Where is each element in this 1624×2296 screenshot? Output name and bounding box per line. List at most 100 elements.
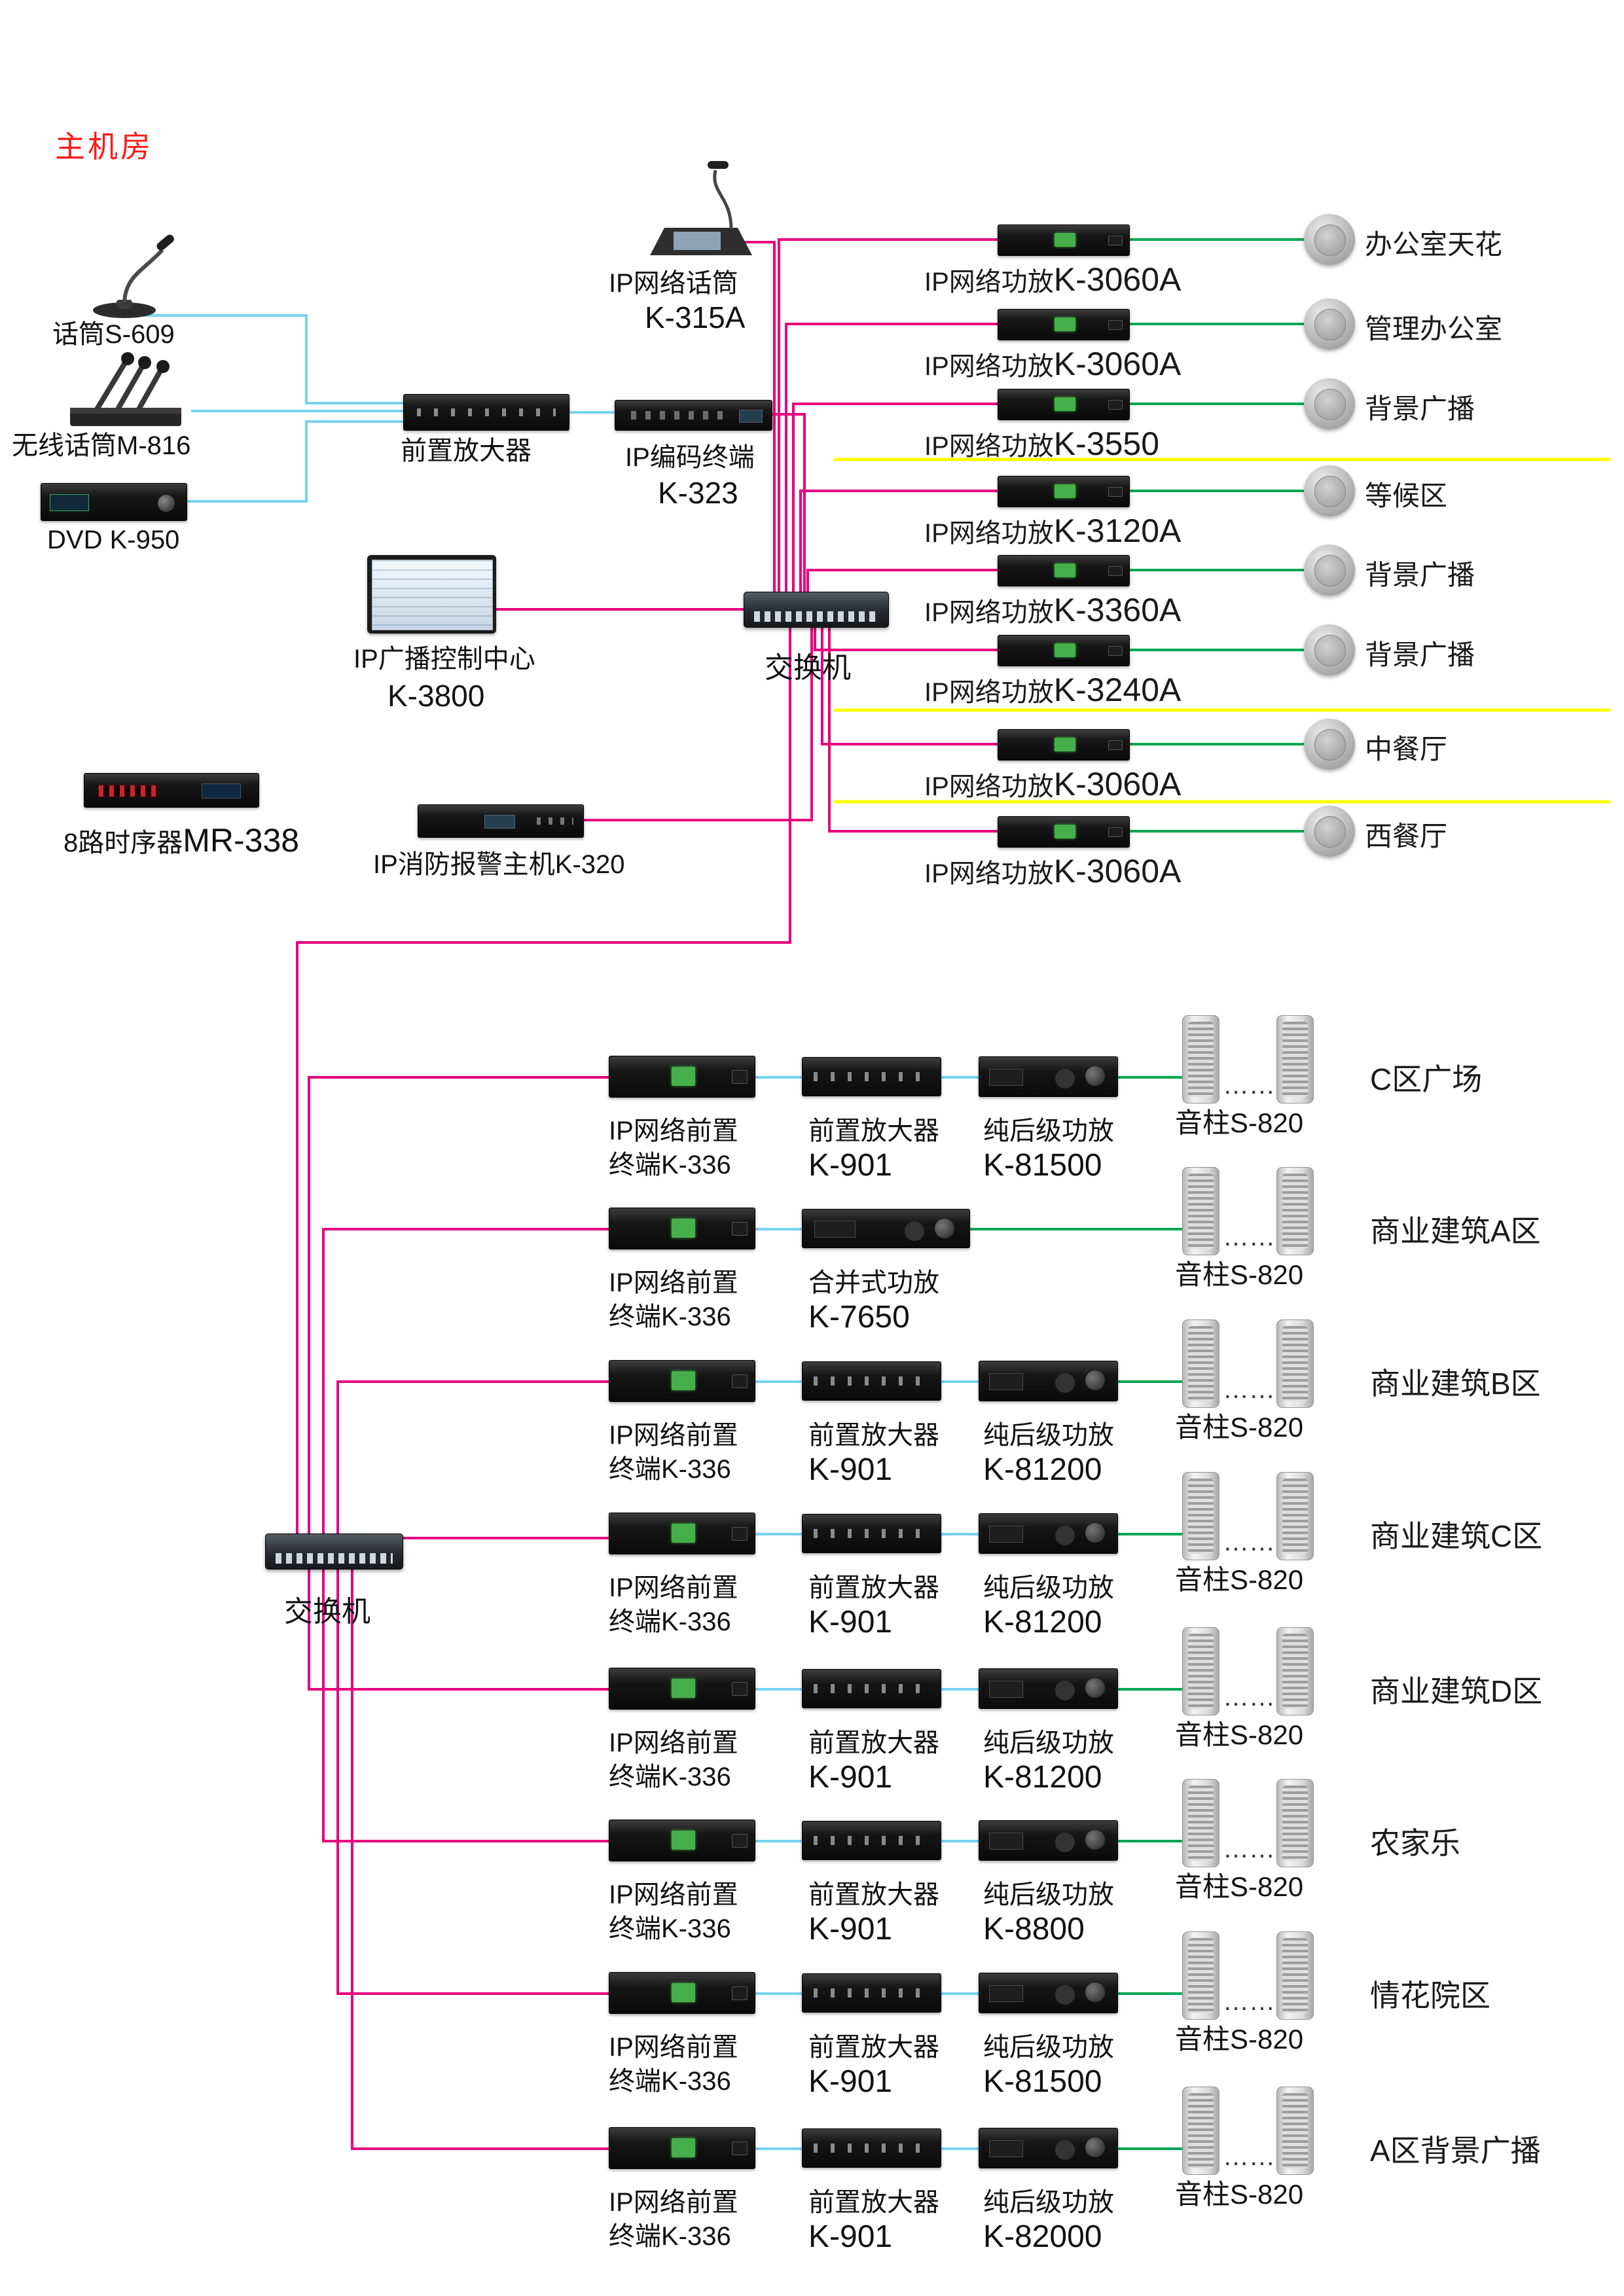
preamp-label-line1: 前置放大器 (808, 1880, 939, 1909)
ip-network-amplifier-device (998, 555, 1130, 586)
cable (799, 490, 998, 592)
cable (351, 1568, 609, 2150)
preamp-label-line2: K-901 (808, 1452, 893, 1487)
amp-label: IP网络功放K-3240A (924, 671, 1181, 709)
encoder-label-line2: K-323 (658, 476, 738, 510)
sequencer-label: 8路时序器MR-338 (63, 822, 299, 860)
ip-network-terminal-device (609, 2127, 755, 2169)
preamp-label-line2: K-901 (808, 1148, 893, 1183)
amp-label-prefix: IP网络功放 (924, 432, 1054, 461)
amp-label-model: K-3060A (1053, 853, 1182, 889)
terminal-label-line1: IP网络前置 (609, 2033, 738, 2062)
dvd-player-device (41, 483, 187, 521)
cable (583, 626, 813, 821)
ceiling-speaker-icon (1304, 545, 1355, 596)
power-amplifier-device (979, 1513, 1118, 1554)
power-amp-label-line2: K-81200 (983, 1605, 1102, 1640)
ceiling-speaker-icon (1304, 298, 1355, 350)
cable (322, 1568, 609, 1842)
room-title: 主机房 (55, 130, 153, 164)
amp-label-prefix: IP网络功放 (924, 678, 1054, 707)
preamp-device (802, 1669, 941, 1708)
power-amp-label-line2: K-82000 (983, 2219, 1102, 2254)
zone-label: 背景广播 (1365, 560, 1475, 590)
zone-label: 情花院区 (1370, 1979, 1490, 2013)
wireless-m816-label: 无线话筒M-816 (12, 431, 191, 460)
zone-label: 等候区 (1365, 480, 1448, 511)
amp-label: IP网络功放K-3550 (924, 425, 1159, 463)
terminal-label-line2: 终端K-336 (609, 2067, 731, 2096)
zone-label: C区广场 (1370, 1062, 1483, 1096)
cable (792, 403, 998, 592)
power-amp-label-line1: 纯后级功放 (983, 1117, 1114, 1145)
cable (186, 420, 403, 503)
terminal-label-line1: IP网络前置 (609, 1729, 738, 1757)
column-speaker-label: 音柱S-820 (1175, 1719, 1304, 1750)
power-amp-label-line1: 纯后级功放 (983, 1421, 1114, 1450)
amp-label: IP网络功放K-3120A (924, 512, 1181, 550)
power-amplifier-device (979, 1820, 1118, 1861)
sequencer-device (84, 773, 259, 808)
cable (336, 1380, 609, 1534)
ellipsis: …… (1223, 1528, 1275, 1556)
amp-label-prefix: IP网络功放 (924, 772, 1054, 801)
power-amp-label-line2: K-81200 (983, 1760, 1102, 1795)
amp-label-model: K-3120A (1053, 512, 1182, 549)
preamp-label-line1: 前置放大器 (808, 2033, 939, 2062)
preamp-label-line2: K-901 (808, 1912, 893, 1946)
monitor-screen (372, 560, 493, 630)
terminal-label-line1: IP网络前置 (609, 1117, 738, 1145)
column-speaker-icon (1276, 2087, 1314, 2175)
switch-bottom-label: 交换机 (284, 1596, 370, 1628)
amp-label-model: K-3060A (1053, 346, 1182, 382)
power-amplifier-device (979, 1973, 1118, 2013)
amp-label-prefix: IP网络功放 (924, 352, 1054, 381)
preamp-label-line2: K-901 (808, 2064, 893, 2099)
magenta-network-cables (296, 238, 998, 2150)
power-amp-label-line1: 纯后级功放 (983, 2188, 1114, 2217)
column-speaker-label: 音柱S-820 (1175, 2179, 1304, 2210)
column-speaker-icon (1276, 1931, 1314, 2020)
ip-network-terminal-device (609, 1513, 755, 1554)
power-amplifier-device (979, 1668, 1118, 1709)
column-speaker-icon (1276, 1167, 1314, 1255)
amp-label-model: K-3550 (1053, 425, 1160, 462)
column-speaker-label: 音柱S-820 (1175, 1412, 1304, 1443)
power-amp-label-line2: K-81200 (983, 1452, 1102, 1487)
desktop-microphone-icon (93, 234, 174, 318)
ip-network-amplifier-device (998, 309, 1130, 340)
ellipsis: …… (1223, 1987, 1275, 2016)
column-speaker-icon (1276, 1779, 1314, 1867)
column-speaker-icon (1182, 1472, 1219, 1560)
cable (814, 626, 998, 651)
column-speaker-icon (1276, 1627, 1314, 1715)
preamp-device (802, 1514, 941, 1553)
column-speaker-icon (1182, 1779, 1219, 1867)
terminal-label-line1: IP网络前置 (609, 1421, 738, 1450)
zone-label: 农家乐 (1370, 1826, 1460, 1860)
terminal-label-line1: IP网络前置 (609, 1880, 738, 1909)
ceiling-speaker-icon (1304, 624, 1355, 675)
power-amplifier-device (979, 1361, 1118, 1401)
ellipsis: …… (1223, 1223, 1275, 1251)
cable (736, 241, 776, 592)
preamp-device (802, 1057, 941, 1096)
column-speaker-icon (1182, 1627, 1219, 1715)
ip-network-amplifier-device (998, 816, 1130, 848)
terminal-label-line2: 终端K-336 (609, 1455, 731, 1484)
preamp-device (802, 1361, 941, 1401)
ellipsis: …… (1223, 1683, 1275, 1712)
zone-label: 西餐厅 (1365, 821, 1448, 852)
ceiling-speaker-icon (1304, 378, 1355, 429)
ip-network-terminal-device (609, 1208, 755, 1249)
column-speaker-label: 音柱S-820 (1175, 1107, 1304, 1138)
terminal-label-line1: IP网络前置 (609, 1573, 738, 1602)
integrated-amp-label-line2: K-7650 (808, 1300, 910, 1335)
power-amp-label-line2: K-8800 (983, 1912, 1085, 1946)
terminal-label-line2: 终端K-336 (609, 1763, 731, 1791)
preamplifier-device (403, 394, 569, 431)
ip-network-amplifier-device (998, 476, 1130, 507)
cable (785, 323, 998, 592)
